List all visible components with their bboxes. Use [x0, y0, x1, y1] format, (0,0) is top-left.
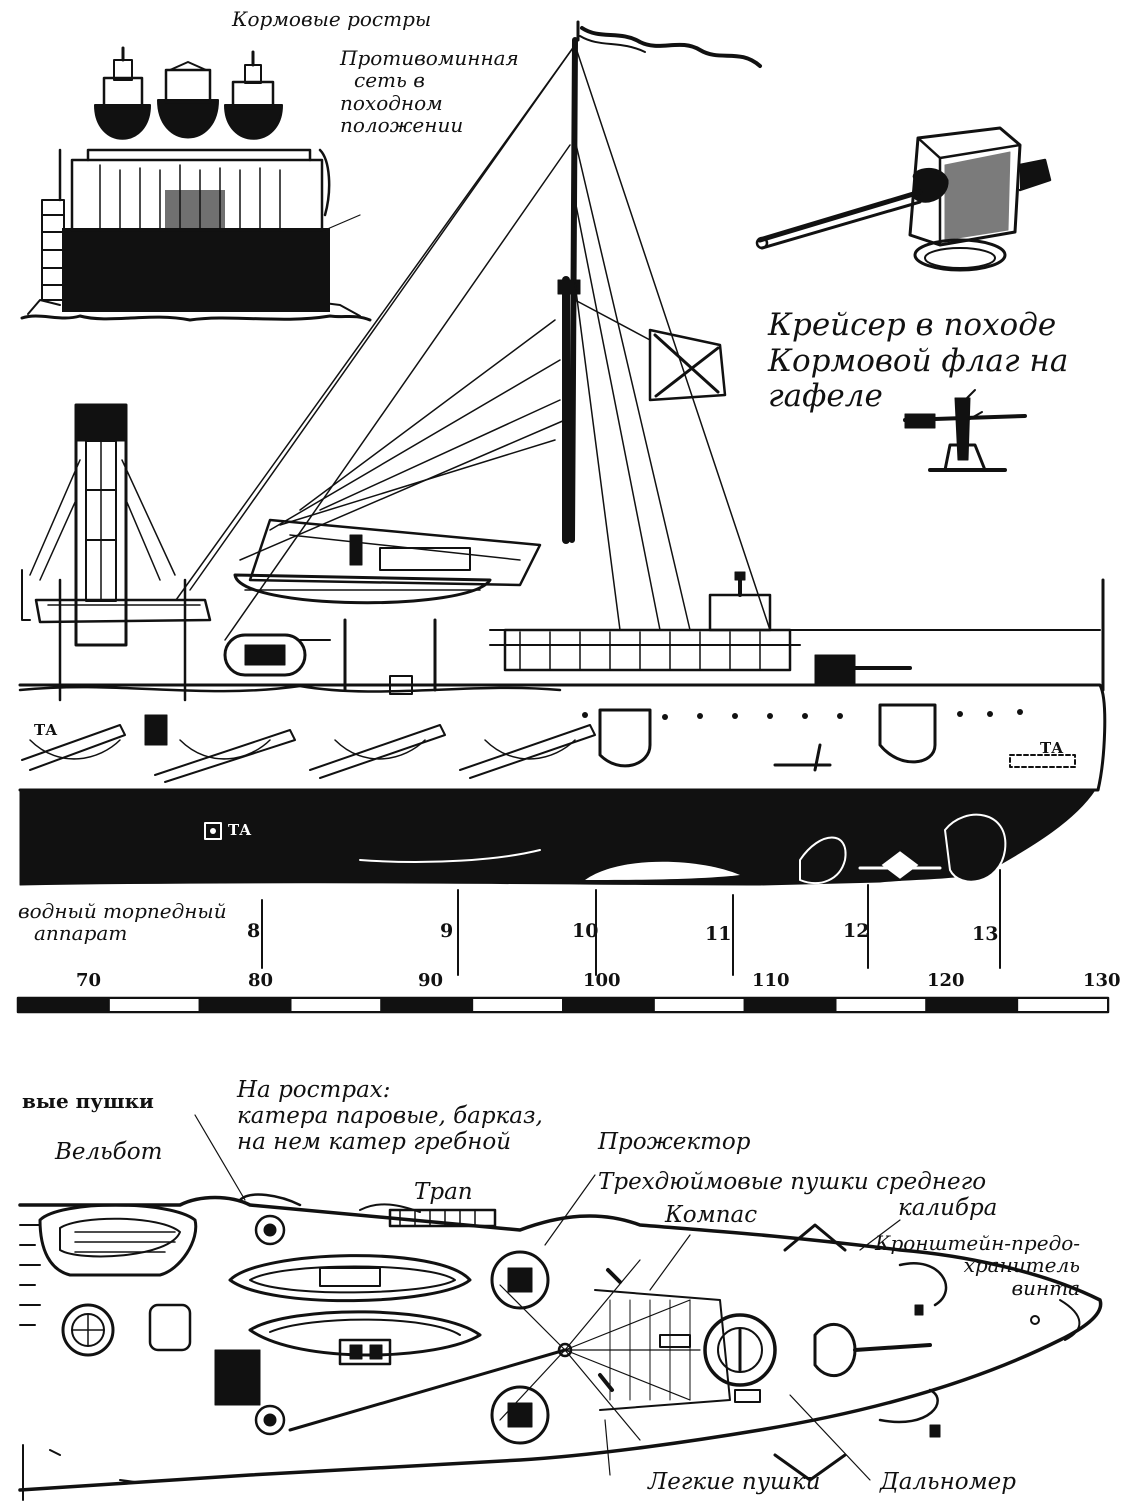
- label-antimine-net-line3: походном: [340, 90, 443, 115]
- label-torpedo-tube: водный торпедный аппарат: [18, 900, 227, 945]
- label-light-guns: Легкие пушки: [648, 1469, 821, 1495]
- label-cruiser-caption-line2: Кормовой флаг на: [768, 342, 1069, 379]
- label-ta-1: ТА: [34, 721, 58, 739]
- label-cruiser-caption-line3: гафеле: [768, 378, 883, 415]
- label-propeller-bracket-line2: хранитель: [963, 1253, 1081, 1278]
- label-ta-3: ТА: [1040, 739, 1064, 757]
- scale-tick-120: 120: [927, 970, 965, 991]
- scale-tick-90: 90: [418, 970, 444, 991]
- label-propeller-bracket-line1: Кронштейн-предо-: [875, 1231, 1081, 1255]
- scale-segment: [198, 997, 292, 1013]
- label-three-inch-guns: Трехдюймовые пушки среднего калибра: [598, 1169, 998, 1222]
- scale-tick-130: 130: [1083, 970, 1121, 991]
- label-cruiser-caption-line1: Крейсер в походе: [768, 307, 1057, 343]
- label-on-booms-line3: на нем катер гребной: [237, 1128, 512, 1155]
- label-stern-boats: Кормовые ростры: [232, 7, 432, 31]
- frame-ticks: [261, 869, 1001, 976]
- label-whaleboat: Вельбот: [55, 1139, 163, 1165]
- frame-number-8: 8: [247, 920, 261, 942]
- scale-segment: [834, 997, 928, 1013]
- scale-segment: [652, 997, 746, 1013]
- scale-segment: [562, 997, 655, 1013]
- label-torpedo-tube-line1: водный торпедный: [18, 899, 227, 923]
- label-on-booms-line2: катера паровые, барказ,: [237, 1102, 543, 1129]
- scale-segment: [289, 997, 383, 1013]
- frame-number-12: 12: [843, 920, 870, 942]
- label-propeller-bracket-line3: винта: [1011, 1275, 1081, 1300]
- portholes: [582, 709, 1023, 720]
- label-ladder: Трап: [414, 1179, 473, 1205]
- scale-segment: [471, 997, 564, 1013]
- scale-tick-100: 100: [583, 970, 621, 991]
- label-compass: Компас: [665, 1202, 758, 1228]
- frame-number-13: 13: [972, 923, 999, 945]
- frame-number-10: 10: [572, 920, 599, 942]
- gun-turret-illustration: [755, 126, 1052, 272]
- scale-segment: [107, 997, 201, 1013]
- label-three-inch-guns-line1: Трехдюймовые пушки среднего: [598, 1169, 987, 1195]
- scale-segment: [925, 997, 1019, 1013]
- scale-segment: [1016, 997, 1110, 1013]
- label-on-booms: На рострах: катера паровые, барказ, на н…: [237, 1077, 543, 1155]
- stern-view: [20, 46, 372, 322]
- frame-number-11: 11: [705, 923, 732, 945]
- scale-segment: [380, 997, 474, 1013]
- frame-number-9: 9: [440, 920, 454, 942]
- scale-bar: [16, 996, 1110, 1014]
- label-cruiser-caption: Крейсер в походе Кормовой флаг на гафеле: [768, 307, 1069, 415]
- small-gun-illustration: [903, 389, 1027, 472]
- scale-tick-80: 80: [248, 970, 274, 991]
- scale-segment: [17, 997, 110, 1013]
- scale-tick-110: 110: [752, 970, 790, 991]
- label-searchlight: Прожектор: [598, 1129, 751, 1155]
- label-antimine-net-line1: Противоминная: [340, 46, 519, 70]
- label-on-booms-line1: На рострах:: [237, 1077, 391, 1103]
- label-rangefinder: Дальномер: [880, 1469, 1016, 1495]
- label-antimine-net-line4: положении: [340, 113, 464, 138]
- label-ta-2: ТА: [228, 821, 252, 839]
- scale-tick-70: 70: [76, 970, 102, 991]
- label-three-inch-guns-line2: калибра: [898, 1194, 998, 1221]
- side-view: [18, 20, 1107, 886]
- plan-view: [18, 214, 1103, 1501]
- label-antimine-net: Противоминная сеть в походном положении: [340, 47, 519, 137]
- label-torpedo-tube-line2: аппарат: [34, 921, 128, 946]
- label-guns-partial: вые пушки: [22, 1089, 154, 1113]
- label-antimine-net-line2: сеть в: [354, 68, 425, 93]
- scale-segment: [743, 997, 837, 1013]
- label-propeller-bracket: Кронштейн-предо- хранитель винта: [875, 1231, 1081, 1300]
